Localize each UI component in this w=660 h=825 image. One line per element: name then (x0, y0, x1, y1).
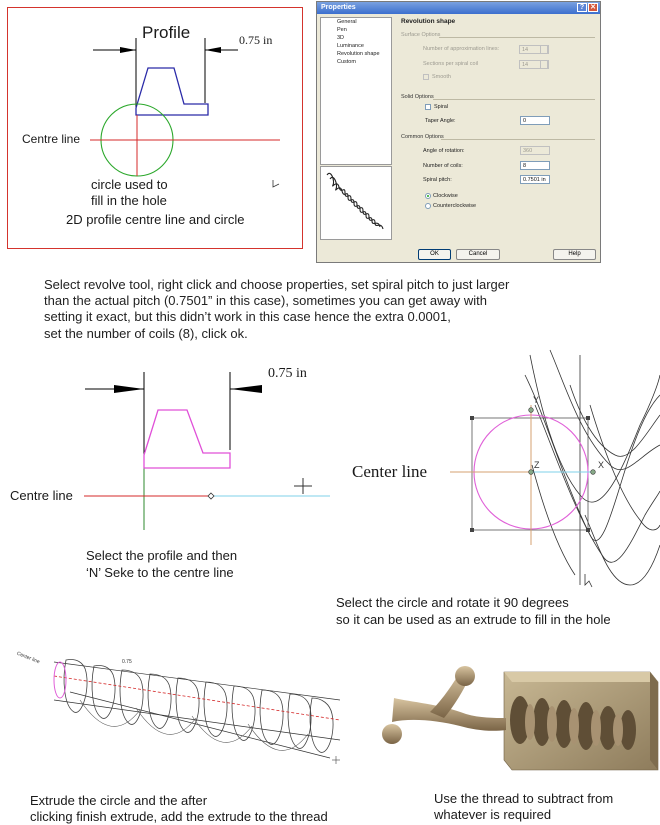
common-options-divider (441, 139, 595, 140)
axis-y-label: Y (533, 395, 540, 405)
axis-z-label: Z (534, 460, 540, 470)
solid-options-divider (433, 99, 595, 100)
pitch-field[interactable]: 0.7501 in (520, 175, 550, 184)
surface-options-label: Surface Options (401, 32, 441, 38)
axis-x-label: X (598, 460, 605, 470)
dialog-titlebar: Properties ? ✕ (317, 2, 600, 14)
smooth-label: Smooth (432, 74, 451, 80)
spiral-label: Spiral (434, 104, 449, 110)
spiral-preview (320, 166, 392, 240)
subtract-caption2: whatever is required (434, 807, 552, 822)
approx-lines-label: Number of approximation lines: (423, 46, 500, 52)
extrude-caption1: Extrude the circle and the after (30, 793, 208, 808)
close-button[interactable]: ✕ (588, 3, 598, 12)
profile-caption: 2D profile centre line and circle (66, 212, 245, 227)
rotate-drawing (450, 349, 660, 588)
properties-dialog: Properties ? ✕ General Pen 3D Luminance … (316, 1, 601, 263)
sections-label: Sections per spiral coil (423, 61, 479, 67)
taper-angle-label: Taper Angle: (425, 118, 456, 124)
profile-title: Profile (142, 23, 191, 42)
spiral-preview-icon (326, 172, 384, 230)
category-luminance[interactable]: Luminance (337, 43, 364, 49)
thread-render (382, 666, 659, 771)
pitch-label: Spiral pitch: (423, 177, 452, 183)
profile-sketch-drawing (90, 38, 280, 188)
sections-field[interactable]: 14 (519, 60, 549, 69)
counterclockwise-label: Counterclockwise (433, 203, 477, 209)
counterclockwise-radio[interactable] (425, 203, 431, 209)
clockwise-label: Clockwise (433, 193, 458, 199)
profile-dimension: 0.75 in (239, 33, 273, 47)
category-list[interactable]: General Pen 3D Luminance Revolution shap… (320, 17, 392, 165)
instructions-line1: Select revolve tool, right click and cho… (44, 277, 510, 292)
approx-lines-field[interactable]: 14 (519, 45, 549, 54)
instructions-line4: set the number of coils (8), click ok. (44, 326, 248, 341)
rotation-field[interactable]: 360 (520, 146, 550, 155)
category-custom[interactable]: Custom (337, 59, 356, 65)
spiral-checkbox[interactable] (425, 104, 431, 110)
common-options-label: Common Options (401, 134, 444, 140)
instructions-line2: than the actual pitch (0.7501” in this c… (44, 293, 487, 308)
taper-angle-field[interactable]: 0 (520, 116, 550, 125)
ok-button[interactable]: OK (418, 249, 451, 260)
profile-sketch-panel: Profile 0.75 in Centre line circle used … (7, 7, 303, 249)
rotate-caption2: so it can be used as an extrude to fill … (336, 612, 611, 627)
rotation-label: Angle of rotation: (423, 148, 465, 154)
coils-label: Number of coils: (423, 163, 463, 169)
rotate-caption1: Select the circle and rotate it 90 degre… (336, 595, 569, 610)
surface-options-divider (439, 37, 595, 38)
approx-lines-spinner[interactable] (540, 45, 548, 54)
dialog-title: Properties (321, 4, 356, 11)
category-3d[interactable]: 3D (337, 35, 345, 41)
instructions-line3: setting it exact, but this didn’t work i… (44, 309, 451, 324)
solid-options-label: Solid Options (401, 94, 434, 100)
extrude-small-dim: 0.75 (122, 659, 132, 665)
coils-field[interactable]: 8 (520, 161, 550, 170)
cancel-button[interactable]: Cancel (456, 249, 500, 260)
help-title-button[interactable]: ? (577, 3, 587, 12)
category-general[interactable]: General (337, 19, 357, 25)
sections-spinner[interactable] (540, 60, 548, 69)
seke-caption1: Select the profile and then (86, 548, 238, 563)
centre-line-label: Centre line (22, 132, 81, 146)
subtract-caption1: Use the thread to subtract from (434, 791, 614, 806)
category-pen[interactable]: Pen (337, 27, 347, 33)
circle-note-line1: circle used to (91, 177, 168, 192)
category-revolution-shape[interactable]: Revolution shape (337, 51, 380, 57)
seke-centre-line-label: Centre line (10, 488, 73, 503)
extrude-drawing (53, 659, 341, 764)
seke-drawing (84, 372, 330, 530)
smooth-checkbox[interactable] (423, 74, 429, 80)
center-line-label: Center line (352, 462, 428, 481)
seke-dimension: 0.75 in (268, 366, 307, 381)
circle-note-line2: fill in the hole (91, 193, 167, 208)
extrude-caption2: clicking finish extrude, add the extrude… (30, 809, 328, 824)
seke-caption2: ‘N’ Seke to the centre line (86, 565, 234, 580)
dialog-heading: Revolution shape (401, 18, 456, 25)
clockwise-radio[interactable] (425, 193, 431, 199)
help-button[interactable]: Help (553, 249, 596, 260)
